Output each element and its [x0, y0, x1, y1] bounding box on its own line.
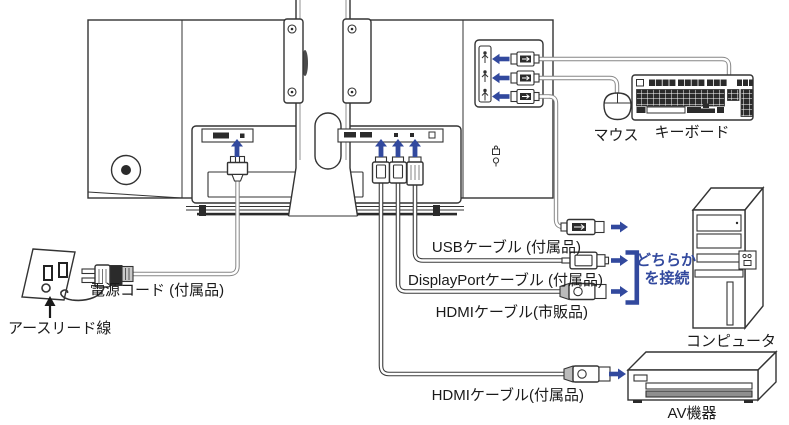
stand-column: [283, 0, 372, 217]
mouse-cable: [539, 75, 620, 94]
label-usb-cable: USBケーブル (付属品): [432, 238, 581, 256]
hdmi-supplied-connector: [563, 365, 626, 383]
power-cable: [133, 181, 240, 277]
label-power-cord: 電源コード (付属品): [90, 282, 224, 299]
power-up-arrow: [231, 139, 243, 157]
displayport-cable-path: [412, 184, 563, 263]
vesa-plate-right: [342, 18, 372, 104]
kensington-lock-icon: [492, 145, 500, 167]
usb-cable-connector: [560, 218, 628, 236]
power-inlet-port: [201, 128, 254, 143]
label-hdmi-cable-supplied: HDMIケーブル(付属品): [432, 386, 584, 404]
usb-left-arrows: [492, 53, 510, 102]
hdmi2-up-arrow: [392, 139, 404, 157]
label-displayport-cable: DisplayPortケーブル (付属品): [408, 271, 603, 289]
vesa-plate-left: [283, 18, 304, 104]
earth-lead-arrow: [44, 296, 56, 318]
keyboard-cable: [539, 56, 732, 76]
stand-release-button: [110, 154, 142, 186]
connect-up-arrows: [231, 139, 421, 157]
power-button-panel: [738, 250, 757, 270]
monitor-rear: [87, 0, 554, 217]
hdmi-plug-1: [371, 156, 391, 184]
dp-up-arrow: [409, 139, 421, 157]
label-hdmi-cable-retail: HDMIケーブル(市販品): [436, 303, 588, 321]
cable-management-hole: [314, 112, 342, 170]
power-plug-at-monitor: [226, 155, 249, 182]
power-plug: [60, 264, 134, 302]
label-connect-either-1: どちらか: [636, 252, 696, 269]
hdmi1-up-arrow: [375, 139, 387, 157]
label-earth-lead: アースリード線: [8, 320, 111, 337]
usb-hub-inset: [474, 39, 732, 230]
either-bracket: [625, 250, 640, 305]
label-av-device: AV機器: [668, 405, 717, 422]
vesa-screws: [287, 24, 357, 97]
hdmi-cable-retail-path: [395, 182, 561, 294]
displayport-cable-connector: [561, 251, 628, 270]
wall-outlet: [21, 248, 76, 301]
hdmi-plug-2: [388, 156, 408, 184]
hdmi-retail-connector: [559, 282, 628, 301]
usb-port-icons: [481, 51, 489, 101]
label-computer: コンピュータ: [686, 333, 776, 350]
label-connect-either-2: を接続: [644, 269, 689, 287]
computer-tower: [691, 186, 765, 330]
usb-connectors: [510, 51, 540, 105]
label-mouse: マウス: [593, 127, 638, 144]
earth-lead-wire: [60, 286, 105, 302]
hdmi-cable-supplied-path: [378, 182, 565, 377]
av-device: [626, 350, 778, 403]
keyboard: [631, 74, 754, 121]
mouse: [603, 92, 632, 121]
label-keyboard: キーボード: [654, 124, 729, 141]
displayport-plug: [406, 156, 424, 186]
video-port-strip: [337, 128, 444, 143]
